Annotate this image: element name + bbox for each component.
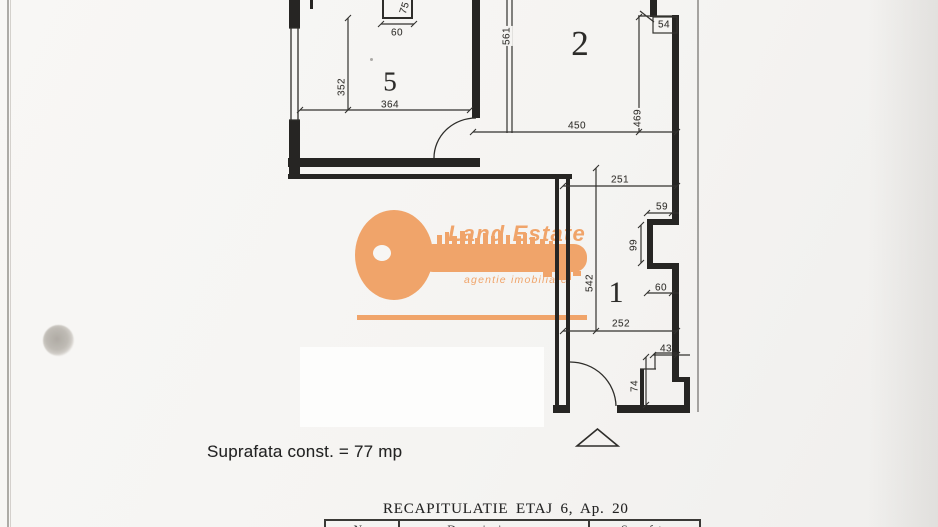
table-border [324,520,326,527]
dimension-label: 43 [660,343,672,355]
logo-name: Land Estate [448,221,586,246]
dimension-label: 252 [612,318,630,330]
dimension-label: 561 [501,26,513,46]
dimension-label: 450 [568,120,586,132]
dimension-label: 542 [584,274,596,292]
room-label-1: 1 [608,276,624,309]
key-hole [373,245,391,261]
dimension-label: 352 [336,78,348,96]
recap-col-header: Nr. [354,522,369,527]
window-room5 [289,27,300,121]
logo-registered-mark: ® [556,245,563,255]
room-label-2: 2 [571,24,589,63]
scan-speck [370,58,373,61]
scan-edge-line-faint [10,0,11,527]
table-border [588,520,590,527]
dimension-label: 364 [381,99,399,111]
scan-smudge [43,325,74,356]
dimension-label: 74 [629,380,641,392]
dimension-label: 469 [632,108,644,128]
table-border [398,520,400,527]
dimension-label: 99 [628,239,640,251]
recap-title: RECAPITULATIE ETAJ 6, Ap. 20 [383,501,629,517]
entrance-triangle-icon [574,427,621,447]
key-logo-icon [355,210,587,320]
entrance-door-arc [569,361,617,407]
scan-right-shading [868,0,938,527]
walls [288,0,690,413]
shaft-box [382,0,413,19]
room-label-5: 5 [383,66,397,97]
dimension-label: 59 [656,201,668,213]
scan-edge-line [7,0,9,527]
dimension-label: 251 [611,174,629,186]
logo-tagline: agentie imobiliare [464,274,568,286]
dimension-ticks [296,13,681,409]
recap-col-header: Denumire incapere [447,522,539,527]
area-note-text: Suprafata const. = 77 mp [207,442,403,461]
table-border [699,520,701,527]
dimension-label: 60 [391,27,403,39]
dimension-label: 54 [658,19,670,31]
dimension-lines [300,0,690,405]
room5-door-arc [433,117,477,159]
recap-col-header: Suprafata [621,522,667,527]
dimension-label: 60 [655,282,667,294]
table-top-border [324,519,701,521]
whiteout-patch [300,347,544,427]
